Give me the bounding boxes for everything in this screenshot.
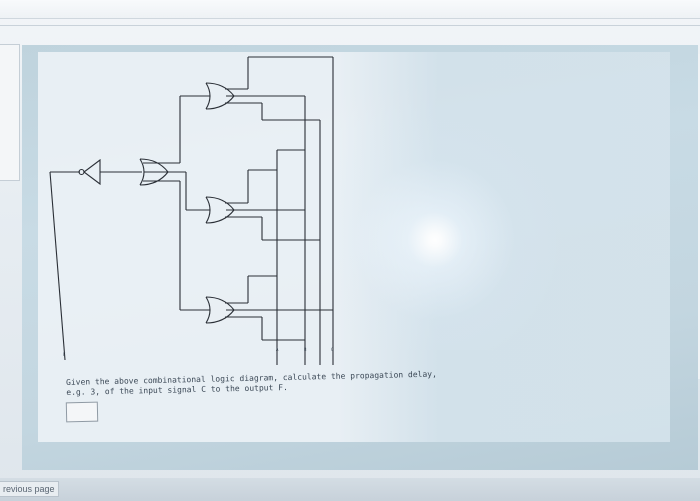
previous-page-button[interactable]: revious page: [0, 481, 59, 497]
header-divider: [0, 25, 700, 26]
footer-bar: [0, 478, 700, 501]
answer-input[interactable]: [65, 401, 99, 423]
left-side-panel: [0, 44, 20, 181]
browser-top-bar: [0, 0, 700, 19]
